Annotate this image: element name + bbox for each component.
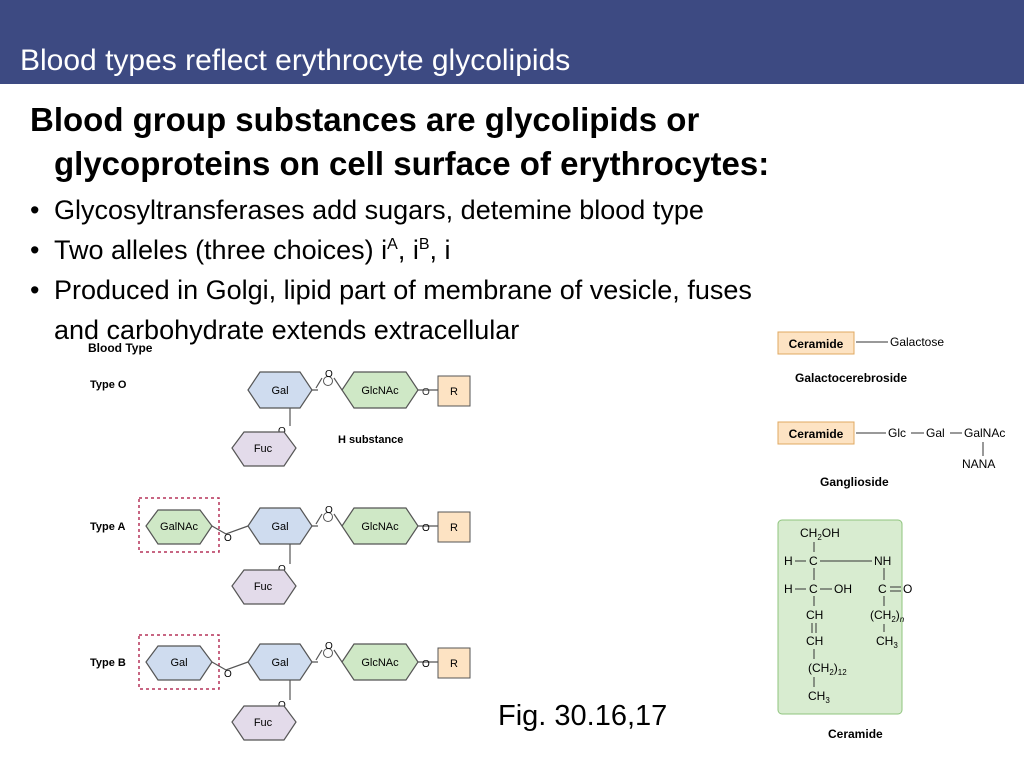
galactocerebroside-label: Galactocerebroside [795, 371, 907, 385]
glc-label: Glc [888, 426, 906, 440]
type-o-label: Type O [90, 379, 127, 391]
bullet-item: • Glycosyltransferases add sugars, detem… [30, 190, 752, 230]
type-b-chain: Gal O Gal O GlcNAc O R O Fuc [138, 634, 471, 741]
ch2n-group: (CH2)n [870, 608, 905, 624]
glcnac-label: GlcNAc [361, 657, 399, 669]
bullet-dot: • [30, 275, 40, 305]
allele-b-superscript: B [418, 236, 430, 253]
heading-line-2: glycoproteins on cell surface of erythro… [54, 145, 770, 182]
bullet-text-continued: and carbohydrate extends extracellular [54, 315, 520, 345]
r-group-box [437, 511, 471, 543]
ch3-group: CH3 [876, 634, 898, 650]
ch3-group: CH3 [808, 689, 830, 705]
figure-caption: Fig. 30.16,17 [498, 700, 668, 732]
oxygen-label: O [224, 533, 232, 544]
fuc-hexagon [231, 431, 297, 467]
c-atom: C [878, 582, 887, 596]
oxygen-atom [323, 648, 333, 658]
bullet-text: Produced in Golgi, lipid part of membran… [54, 275, 752, 305]
r-label: R [450, 522, 458, 534]
h-atom: H [784, 582, 793, 596]
slide-title: Blood types reflect erythrocyte glycolip… [20, 44, 571, 77]
glcnac-label: GlcNAc [361, 385, 399, 397]
title-bar: Blood types reflect erythrocyte glycolip… [0, 0, 1024, 84]
ceramide-label: Ceramide [789, 427, 844, 441]
dashed-highlight-box [138, 497, 220, 553]
r-group-box [437, 375, 471, 407]
r-group-box [437, 647, 471, 679]
ceramide-box [777, 421, 855, 445]
oxygen-label: O [224, 669, 232, 680]
fuc-label: Fuc [254, 443, 273, 455]
r-label: R [450, 658, 458, 670]
glycosidic-link [312, 513, 343, 527]
bullet-item: • Two alleles (three choices) iA, iB, i [30, 230, 752, 270]
glycosidic-link [312, 377, 343, 391]
o-atom: O [903, 582, 912, 596]
glcnac-label: GlcNAc [361, 521, 399, 533]
ceramide-caption: Ceramide [828, 727, 883, 741]
fuc-label: Fuc [254, 717, 273, 729]
r-label: R [450, 386, 458, 398]
nh-group: NH [874, 554, 891, 568]
oxygen-label: O [325, 505, 333, 516]
fuc-hexagon [231, 705, 297, 741]
h-atom: H [784, 554, 793, 568]
oxygen-atom [323, 512, 333, 522]
galnac-label: GalNAc [964, 426, 1005, 440]
ceramide-structure: CH2OH H C NH H C OH CH CH (CH2)12 CH3 C … [777, 519, 912, 741]
bullet-text: Glycosyltransferases add sugars, detemin… [54, 195, 704, 225]
oxygen-label: O [422, 523, 430, 534]
fuc-hexagon [231, 569, 297, 605]
type-o-chain: Gal O GlcNAc O R O Fuc H substance [231, 369, 471, 467]
oxygen-label: O [325, 641, 333, 652]
glycosidic-link [312, 649, 343, 663]
bullet-text-sep: , i [429, 235, 451, 265]
bullet-text: Two alleles (three choices) i [54, 235, 388, 265]
type-a-label: Type A [90, 521, 126, 533]
h-substance-label: H substance [338, 434, 403, 446]
c-atom: C [809, 554, 818, 568]
gal-label: Gal [271, 657, 288, 669]
slide-heading: Blood group substances are glycolipids o… [30, 98, 769, 186]
oxygen-label: O [325, 369, 333, 380]
link-line [211, 661, 249, 671]
bullet-text-sep: , i [397, 235, 419, 265]
ceramide-label: Ceramide [789, 337, 844, 351]
nana-label: NANA [962, 457, 995, 471]
oxygen-atom [323, 376, 333, 386]
bullet-dot: • [30, 195, 40, 225]
bullet-dot: • [30, 235, 40, 265]
type-a-chain: GalNAc O Gal O GlcNAc O R O Fuc [138, 497, 471, 605]
gal-label: Gal [926, 426, 945, 440]
galactocerebroside-diagram: Ceramide Galactose Galactocerebroside [777, 331, 944, 385]
ceramide-highlight-box [777, 519, 903, 715]
gal-label: Gal [271, 521, 288, 533]
ch-group: CH [806, 608, 823, 622]
dashed-highlight-box [138, 634, 220, 690]
oh-group: OH [834, 582, 852, 596]
ch-group: CH [806, 634, 823, 648]
bullet-item: • Produced in Golgi, lipid part of membr… [30, 270, 752, 350]
galactose-label: Galactose [890, 335, 944, 349]
gal-label: Gal [271, 385, 288, 397]
ceramide-box [777, 331, 855, 355]
link-line [211, 525, 249, 535]
type-b-label: Type B [90, 657, 126, 669]
ganglioside-label: Ganglioside [820, 475, 889, 489]
gal-label: Gal [170, 657, 187, 669]
ch2oh-text: CH2OH [800, 526, 840, 542]
figure-header: Blood Type [88, 341, 153, 355]
c-atom: C [809, 582, 818, 596]
ganglioside-diagram: Ceramide Glc Gal GalNAc NANA Ganglioside [777, 421, 1005, 489]
fuc-label: Fuc [254, 581, 273, 593]
allele-a-superscript: A [387, 236, 398, 253]
bullet-list: • Glycosyltransferases add sugars, detem… [30, 190, 752, 350]
ch2-12-group: (CH2)12 [808, 661, 847, 677]
oxygen-label: O [422, 659, 430, 670]
heading-line-1: Blood group substances are glycolipids o… [30, 101, 700, 138]
galnac-label: GalNAc [160, 521, 198, 533]
oxygen-label: O [422, 387, 430, 398]
